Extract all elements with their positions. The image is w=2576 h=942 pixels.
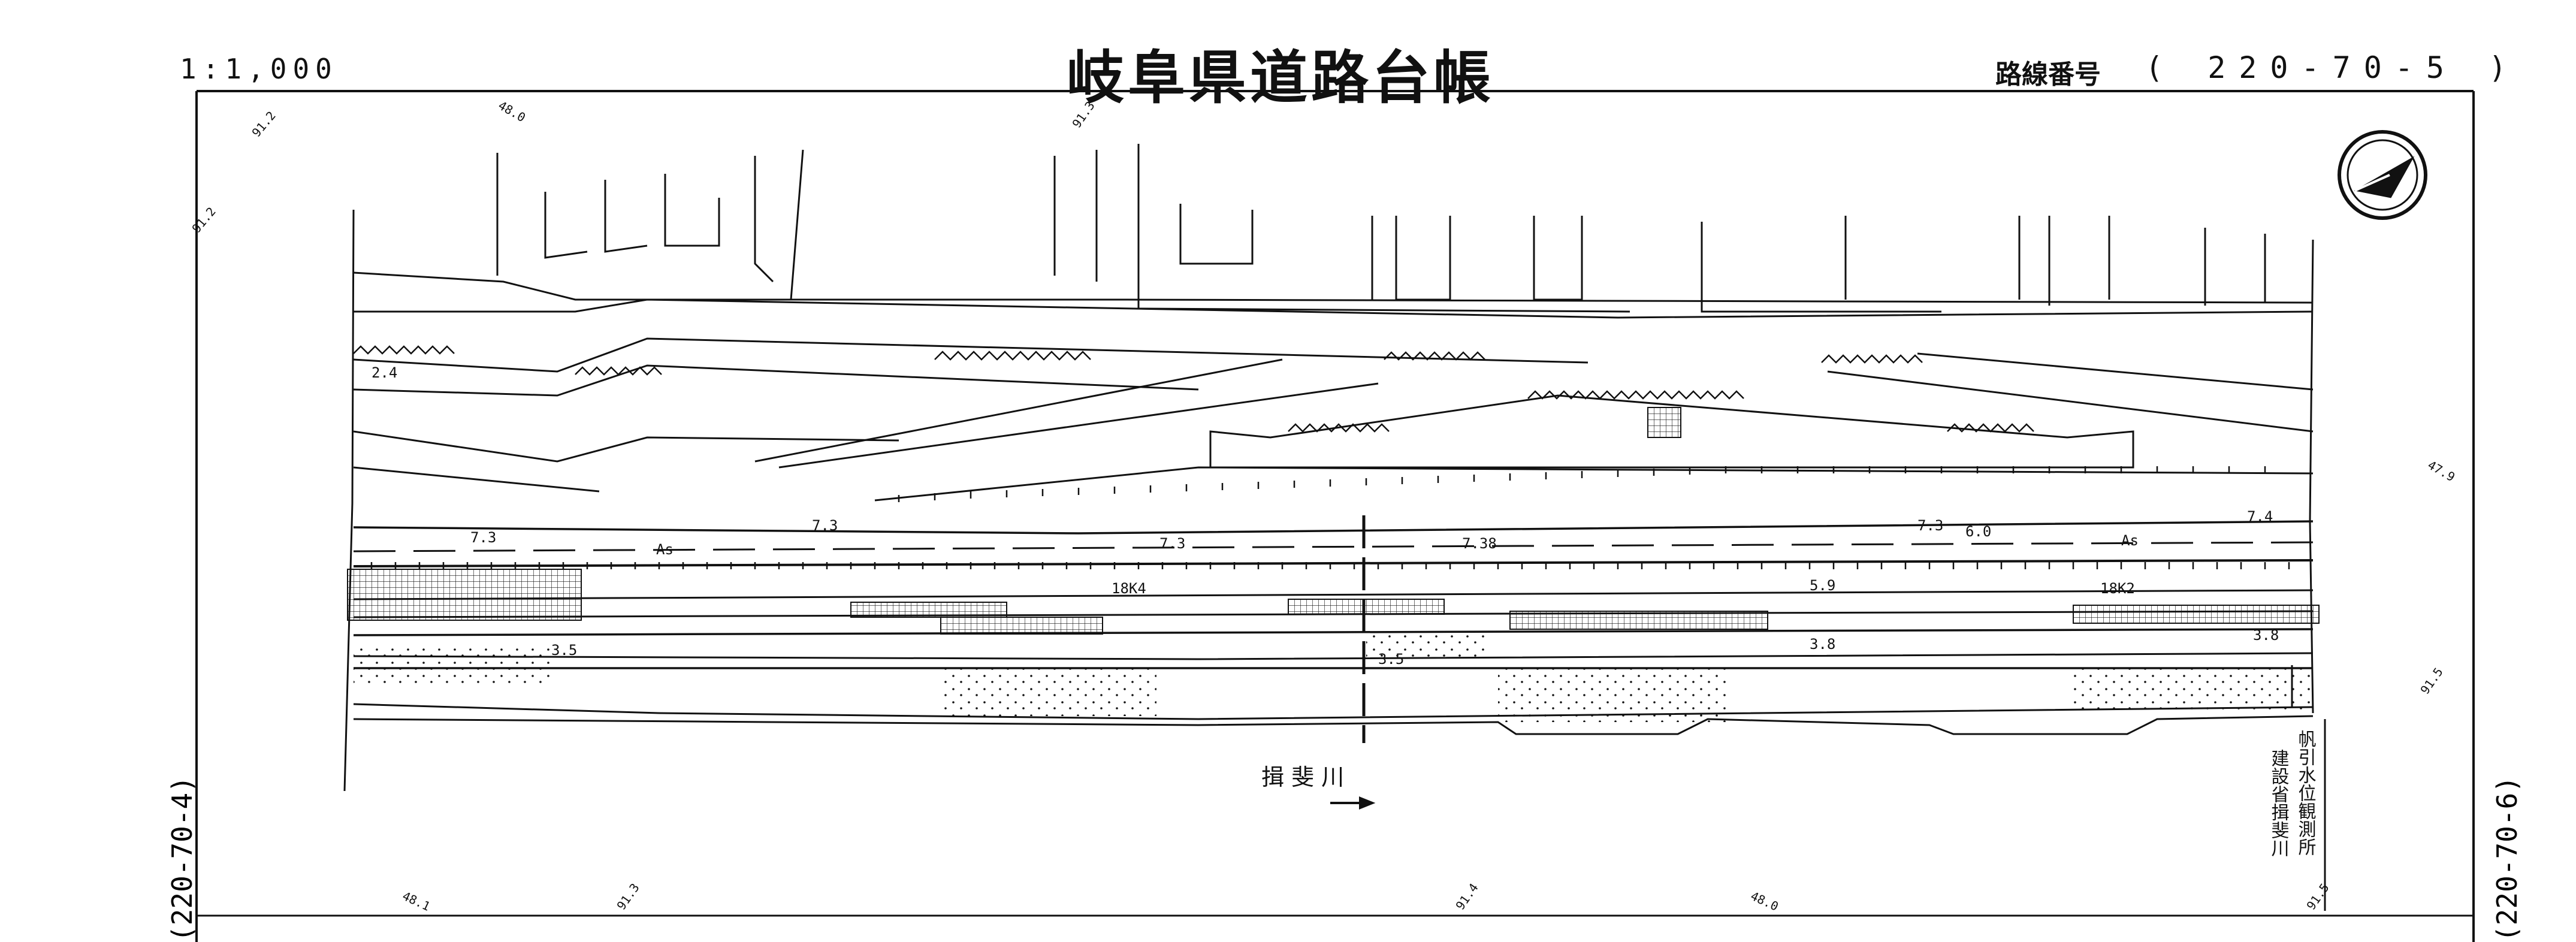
contour-label: 91.2 [249,108,278,140]
sheet-frame [195,90,2475,942]
chainage-label: 18K2 [2100,580,2135,597]
buildings [496,144,2266,313]
contour-label: 91.5 [2417,665,2445,697]
pavement-label: As [656,541,674,558]
contour-label: 48.0 [496,98,529,125]
hatched-areas [347,407,2320,635]
river-name: 揖 斐 川 [1261,764,1344,790]
map-labels: 2.4 7.3 7.3 7.3 7.38 7.3 6.0 7.4 As As 1… [372,364,2279,668]
elevation-label: 3.5 [551,642,577,659]
contour-label: 48.0 [1748,889,1781,914]
page-title: 岐阜県道路台帳 [1067,44,1494,111]
elevation-label: 7.4 [2247,508,2273,525]
elevation-label: 3.5 [1378,651,1404,668]
elevation-label: 7.3 [470,529,496,546]
elevation-label: 2.4 [372,364,397,381]
contour-label: 91.3 [614,881,642,913]
route-number-label: 路線番号 [1995,59,2101,90]
elevation-label: 3.8 [1810,636,1835,653]
station-agency: 建設省揖斐川 [2268,749,2290,857]
road-lines [343,209,2314,792]
contour-label: 91.3 [1069,99,1097,131]
elevation-label: 7.3 [812,517,838,534]
contour-label: 91.4 [1452,881,1481,913]
elevation-label: 7.3 [1159,535,1185,552]
route-number: ( 220-70-5 ) [2145,50,2520,85]
adjacent-sheet-left: (220-70-4) [166,776,198,942]
contour-label: 91.2 [189,204,218,236]
pavement-label: As [2121,532,2139,549]
elevation-label: 7.38 [1462,535,1497,552]
slope-markers [353,345,2034,433]
contour-label: 48.1 [400,889,433,914]
elevation-label: 7.3 [1917,517,1943,534]
dotted-areas [354,635,2313,722]
elevation-label: 6.0 [1965,523,1991,540]
contour-label: 47.9 [2426,458,2458,485]
chainage-label: 18K4 [1112,580,1146,597]
north-arrow-icon [2338,130,2427,220]
elevation-label: 3.8 [2253,627,2279,644]
elevation-label: 5.9 [1810,577,1835,594]
curb-ticks [370,466,2290,569]
contour-label: 91.5 [2303,881,2332,913]
water-gauge-icon [2291,665,2326,911]
adjacent-sheet-right: (220-70-6) [2491,776,2523,942]
flow-arrow-icon [1330,796,1376,810]
contour-labels: 91.2 48.0 91.3 91.2 47.9 91.5 48.1 91.3 … [189,98,2457,914]
scale-label: 1:1,000 [180,53,338,85]
station-name: 帆引水位観測所 [2295,730,2317,856]
